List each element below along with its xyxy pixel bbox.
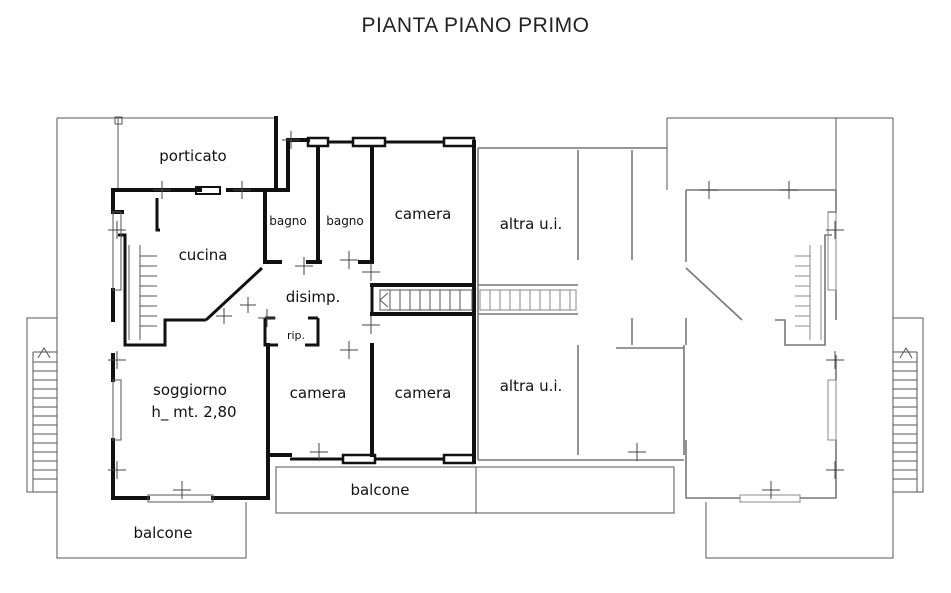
mirrored-unit-walls <box>477 147 844 503</box>
main-walls <box>108 116 476 503</box>
plan-title: PIANTA PIANO PRIMO <box>361 14 590 37</box>
label-altra-ui-bottom: altra u.i. <box>500 377 563 395</box>
label-bagno-1: bagno <box>269 214 307 228</box>
label-balcone-center: balcone <box>350 481 409 499</box>
label-camera-bottom-right: camera <box>395 384 452 402</box>
outer-outline <box>26 116 675 559</box>
label-balcone-left: balcone <box>133 524 192 542</box>
label-porticato: porticato <box>159 147 226 165</box>
label-bagno-2: bagno <box>326 214 364 228</box>
right-outline <box>666 117 924 559</box>
label-camera-top: camera <box>395 205 452 223</box>
label-soggiorno-height: h_ mt. 2,80 <box>151 403 236 422</box>
label-disimp: disimp. <box>286 288 341 306</box>
label-cucina: cucina <box>179 246 228 264</box>
room-labels: porticato bagno bagno camera cucina disi… <box>133 147 562 542</box>
label-rip: rip. <box>287 329 305 342</box>
label-soggiorno: soggiorno <box>153 381 227 399</box>
label-camera-bottom-left: camera <box>290 384 347 402</box>
label-altra-ui-top: altra u.i. <box>500 215 563 233</box>
